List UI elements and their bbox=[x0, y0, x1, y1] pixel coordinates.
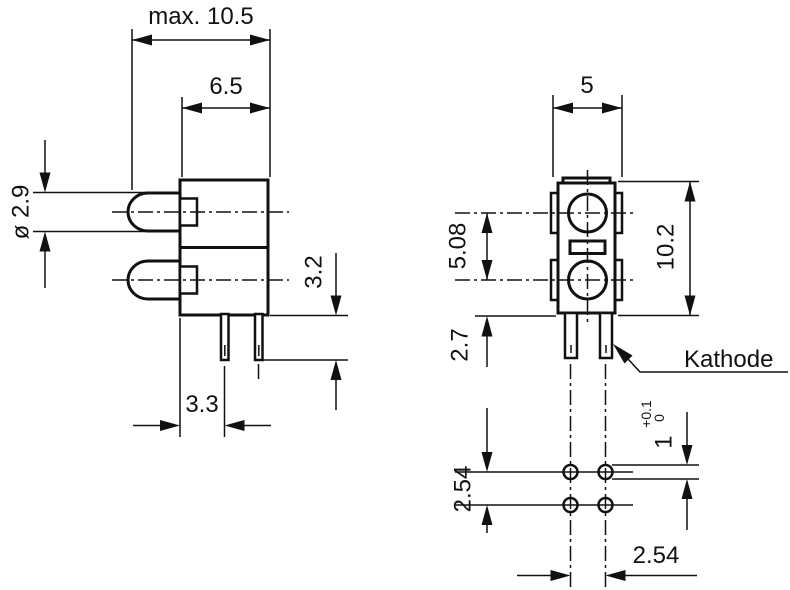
arrowhead-up bbox=[39, 231, 51, 252]
arrowhead-right bbox=[250, 34, 270, 46]
dim-pin-offset-label: 3.3 bbox=[185, 391, 218, 418]
dim-pin-length-label: 2.7 bbox=[447, 328, 474, 361]
arrowhead-right bbox=[602, 102, 622, 114]
cathode-callout: Kathode bbox=[613, 344, 788, 373]
mounting-hole bbox=[597, 496, 614, 514]
arrowhead-left bbox=[605, 570, 626, 581]
arrowhead-down bbox=[684, 295, 696, 316]
mounting-hole bbox=[562, 496, 579, 514]
arrowhead-right bbox=[160, 420, 180, 431]
arrowhead-left bbox=[553, 102, 573, 114]
arrowhead-left bbox=[224, 420, 245, 431]
dim-col-pitch: 2.54 bbox=[517, 542, 697, 581]
arrowhead-up bbox=[481, 213, 493, 233]
dim-col-pitch-label: 2.54 bbox=[633, 542, 680, 569]
front-pin-anode bbox=[563, 311, 579, 360]
dim-hole-size-label: 1 bbox=[651, 435, 678, 448]
dim-led-diameter: ø 2.9 bbox=[8, 140, 150, 288]
dim-upper-width-label: 6.5 bbox=[209, 73, 242, 100]
dim-led-diameter-label: ø 2.9 bbox=[8, 185, 35, 240]
dim-standoff-height: 3.2 bbox=[263, 253, 348, 410]
front-view bbox=[455, 170, 633, 360]
dim-body-height-label: 10.2 bbox=[653, 224, 680, 271]
leader-arrowhead bbox=[613, 344, 633, 364]
arrowhead-up bbox=[330, 360, 342, 380]
arrowhead-down bbox=[330, 295, 342, 316]
arrowhead-right bbox=[250, 102, 270, 114]
led2-dome-side bbox=[126, 259, 182, 301]
side-view bbox=[112, 178, 289, 362]
dim-hole-tol-upper-label: +0.1 bbox=[638, 400, 654, 428]
arrowhead-right bbox=[550, 570, 571, 581]
dim-led-pitch-label: 5.08 bbox=[445, 223, 472, 270]
mounting-hole bbox=[562, 463, 579, 481]
dim-row-pitch: 2.54 bbox=[450, 408, 493, 533]
dim-standoff-label: 3.2 bbox=[301, 255, 328, 288]
side-pin-1 bbox=[219, 312, 230, 362]
dim-front-width-label: 5 bbox=[580, 72, 593, 99]
dim-pin-length: 2.7 bbox=[447, 315, 556, 367]
dim-upper-width: 6.5 bbox=[181, 73, 270, 177]
arrowhead-down bbox=[39, 172, 51, 193]
leader-line bbox=[627, 358, 788, 373]
arrowhead-up bbox=[481, 316, 493, 337]
dim-max-width-label: max. 10.5 bbox=[148, 3, 253, 30]
arrowhead-up bbox=[681, 479, 693, 499]
dim-row-pitch-label: 2.54 bbox=[450, 466, 477, 513]
arrowhead-left bbox=[132, 34, 152, 46]
arrowhead-left bbox=[182, 102, 202, 114]
dim-led-pitch: 5.08 bbox=[445, 213, 493, 280]
dim-body-height: 10.2 bbox=[618, 180, 699, 317]
arrowhead-up bbox=[481, 505, 493, 525]
dim-hole-tol-lower-label: 0 bbox=[651, 414, 667, 422]
arrowhead-down bbox=[681, 445, 693, 465]
dim-front-width: 5 bbox=[552, 72, 623, 177]
side-pin-2 bbox=[253, 312, 264, 362]
front-pin-cathode bbox=[598, 311, 614, 360]
dim-pin-offset: 3.3 bbox=[133, 318, 271, 437]
arrowhead-up bbox=[684, 181, 696, 202]
mounting-hole bbox=[597, 463, 614, 481]
arrowhead-down bbox=[481, 452, 493, 472]
dim-max-width: max. 10.5 bbox=[131, 3, 271, 190]
arrowhead-down bbox=[481, 260, 493, 280]
footprint bbox=[455, 364, 633, 590]
dim-hole-size: 1 +0.1 0 bbox=[612, 400, 699, 530]
cathode-label: Kathode bbox=[684, 346, 773, 373]
